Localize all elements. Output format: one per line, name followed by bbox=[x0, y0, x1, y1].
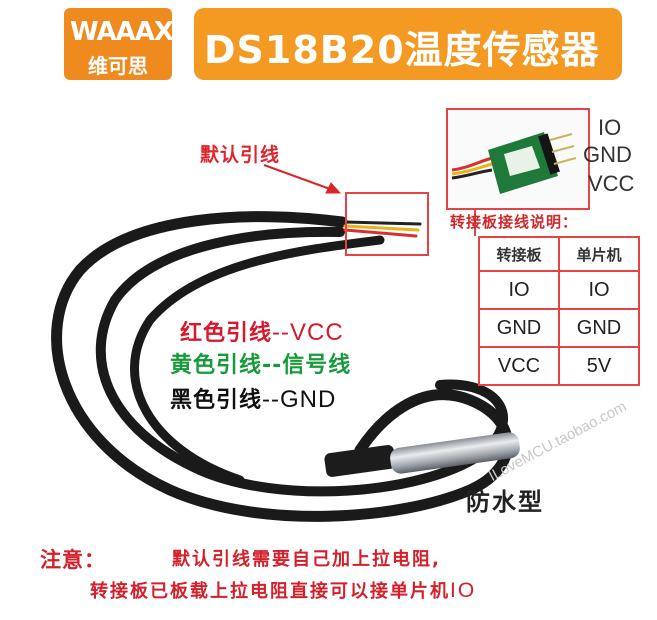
pin-label-gnd: GND bbox=[583, 142, 632, 167]
table-cell: GND bbox=[558, 308, 640, 348]
table-cell: 5V bbox=[558, 346, 640, 386]
legend-black-en: --GND bbox=[262, 386, 337, 413]
adapter-board-icon bbox=[451, 132, 577, 194]
steel-probe bbox=[324, 432, 520, 477]
wire-highlight-box bbox=[345, 192, 429, 256]
table-row: VCC 5V bbox=[478, 346, 640, 386]
wiring-table: 转接板 单片机 IO IO GND GND VCC 5V bbox=[478, 236, 640, 386]
wiring-header-adapter: 转接板 bbox=[478, 236, 560, 272]
legend-black-wire: 黑色引线--GND bbox=[170, 382, 336, 414]
waterproof-label: 防水型 bbox=[466, 488, 544, 516]
logo-text: 维可思 bbox=[88, 54, 148, 78]
table-row: IO IO bbox=[478, 270, 640, 310]
cable-loop-outer bbox=[51, 211, 513, 522]
table-cell: IO bbox=[558, 270, 640, 310]
wire-tips bbox=[343, 220, 422, 238]
legend-red-en: --VCC bbox=[272, 319, 344, 346]
pin-label-vcc: VCC bbox=[588, 171, 635, 196]
page-title: DS18B20温度传感器 bbox=[204, 28, 600, 72]
title-banner: DS18B20温度传感器 bbox=[194, 8, 622, 80]
cable-loop-back bbox=[130, 235, 385, 485]
legend-yellow-wire: 黄色引线--信号线 bbox=[170, 347, 351, 379]
table-cell: GND bbox=[478, 308, 560, 348]
note-line-1: 默认引线需要自己加上拉电阻, bbox=[172, 549, 441, 570]
table-cell: VCC bbox=[478, 346, 560, 386]
note-label: 注意： bbox=[40, 548, 106, 572]
legend-yellow-cn: 黄色引线--信号线 bbox=[170, 353, 352, 378]
brand-logo: WAAAX 维可思 bbox=[64, 8, 174, 80]
legend-red-wire: 红色引线--VCC bbox=[180, 315, 344, 347]
logo-mark: WAAAX bbox=[70, 17, 174, 47]
legend-black-cn: 黑色引线 bbox=[170, 388, 263, 413]
table-row: GND GND bbox=[478, 308, 640, 348]
wiring-header-mcu: 单片机 bbox=[558, 236, 640, 272]
pin-label-io: IO bbox=[598, 115, 622, 140]
table-cell: IO bbox=[478, 270, 560, 310]
default-lead-label: 默认引线 bbox=[200, 144, 281, 166]
note-line-2: 转接板已板载上拉电阻直接可以接单片机IO bbox=[90, 577, 476, 603]
wiring-title: 转接板接线说明： bbox=[450, 213, 579, 231]
adapter-module-photo bbox=[446, 108, 590, 210]
legend-red-cn: 红色引线 bbox=[180, 321, 273, 346]
note-line-2-cn: 转接板已板载上拉电阻直接可以接单片机 bbox=[90, 581, 450, 602]
note-line-2-en: IO bbox=[450, 579, 477, 602]
arrow-icon bbox=[263, 164, 342, 194]
